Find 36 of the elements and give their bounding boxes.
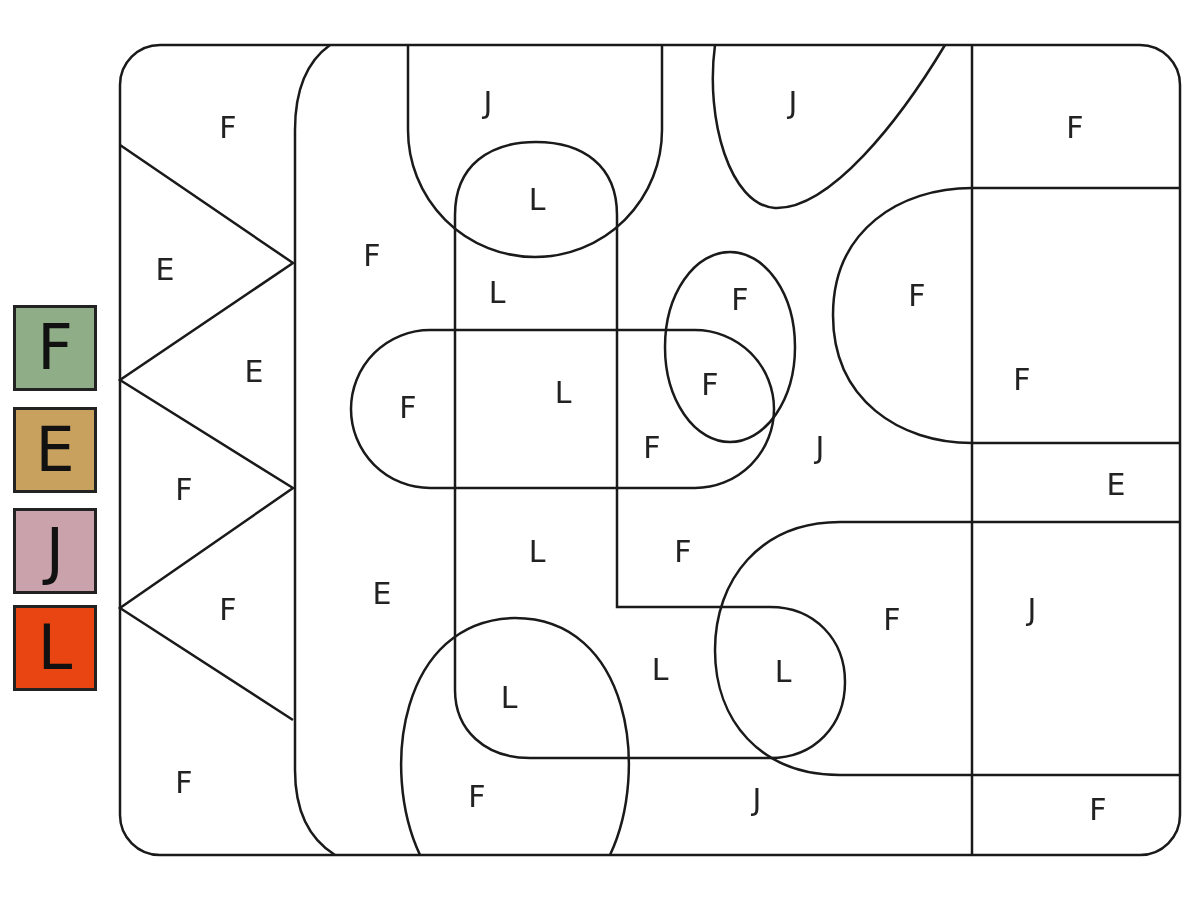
region-letter: F [1089,795,1107,825]
region-letter: J [752,785,762,815]
region-letter: F [175,768,193,798]
region-letter: E [155,255,175,285]
region-letter: E [244,357,264,387]
region-letter: F [468,782,486,812]
legend-swatch: L [13,605,97,691]
region-letter: L [488,278,506,308]
region-letter: F [908,281,926,311]
region-letter: F [883,605,901,635]
region-letter: F [731,285,749,315]
region-letter: F [643,433,661,463]
region-letter: F [219,595,237,625]
region-letter: E [372,579,392,609]
region-letter: F [1013,365,1031,395]
region-letter: L [528,537,546,567]
region-letter: L [554,378,572,408]
region-letter: J [815,433,825,463]
region-letter: F [363,241,381,271]
region-letter: F [399,393,417,423]
region-letter: J [483,88,493,118]
region-letter: F [674,537,692,567]
region-letter: J [1027,595,1037,625]
region-letter: E [1106,470,1126,500]
region-letter: L [500,683,518,713]
region-letter: F [701,370,719,400]
region-letter: F [1066,113,1084,143]
region-letter: L [528,185,546,215]
legend-swatch: J [13,508,97,594]
legend-swatch: F [13,305,97,391]
legend-swatch: E [13,407,97,493]
region-letter: F [219,113,237,143]
region-letter: L [651,655,669,685]
region-letter: L [774,657,792,687]
region-letter: F [175,475,193,505]
region-letter: J [788,88,798,118]
